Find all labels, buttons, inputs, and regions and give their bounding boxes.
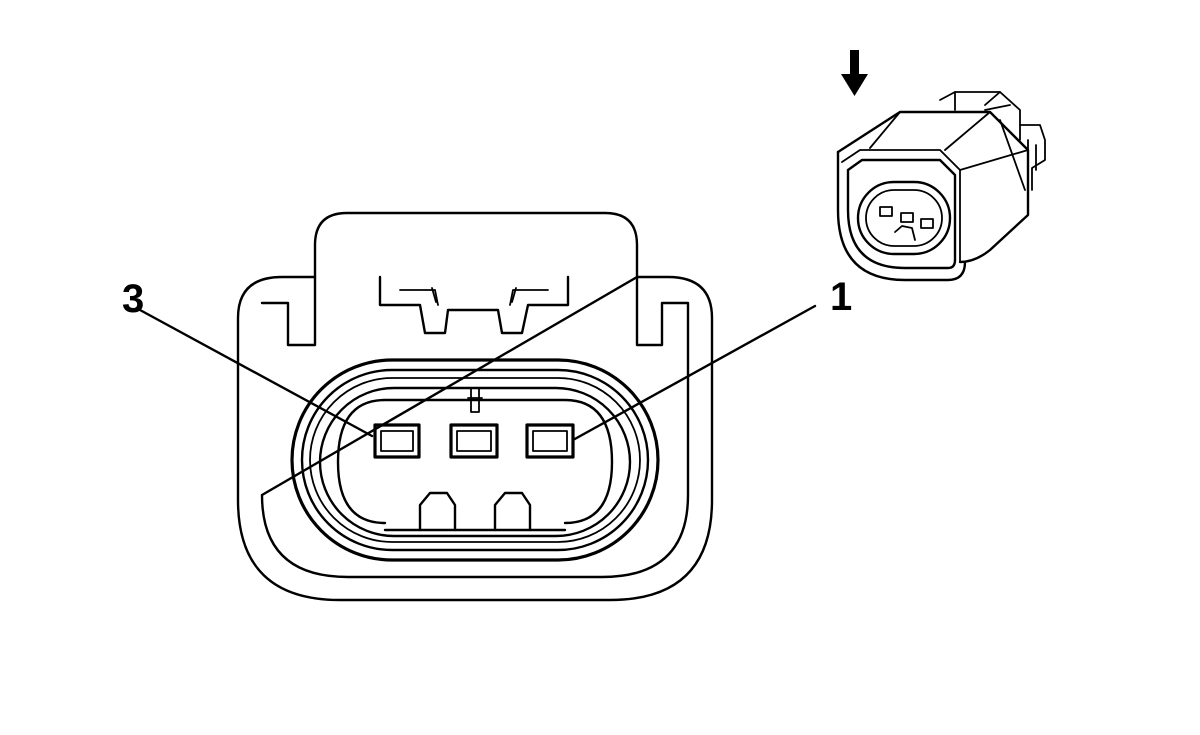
pin-3 — [373, 423, 421, 459]
insert-cavity — [336, 398, 614, 525]
down-arrow-icon — [841, 50, 868, 96]
connector-isometric-view — [836, 91, 1046, 282]
callout-label-3: 3 — [122, 277, 144, 321]
callout-pin-3: 3 — [122, 277, 374, 438]
housing-outline — [236, 211, 714, 602]
housing-inner-outline — [260, 275, 690, 579]
seal-rings — [290, 358, 660, 562]
locking-latch — [378, 275, 570, 335]
callout-label-1: 1 — [830, 275, 852, 319]
key-slot — [470, 387, 480, 413]
connector-face-view — [236, 211, 714, 602]
pin-1 — [525, 423, 575, 459]
callout-pin-1: 1 — [571, 275, 852, 442]
locating-ribs — [383, 491, 567, 532]
pin-2 — [449, 423, 499, 459]
terminal-pins — [373, 423, 575, 459]
